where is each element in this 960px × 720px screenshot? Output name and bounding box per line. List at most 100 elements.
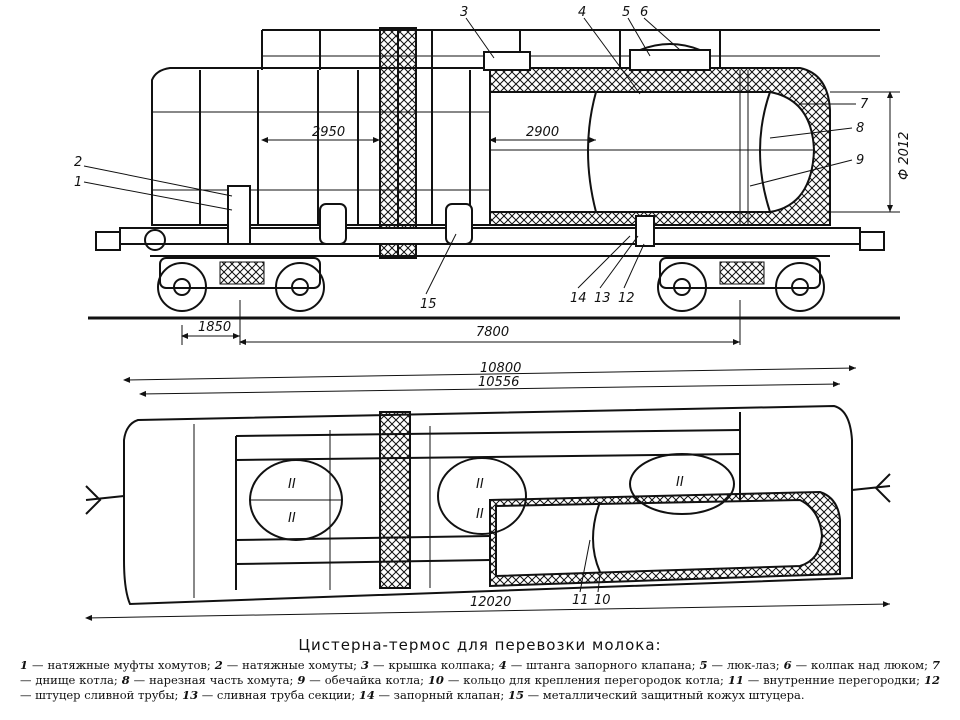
valve-cover-2 [445, 203, 473, 245]
legend-number: 2 [214, 658, 223, 672]
dim-10800: 10800 [480, 361, 521, 376]
dim-10556: 10556 [478, 375, 519, 390]
legend-text: — сливная труба секции; [198, 688, 359, 702]
callout-12: 12 [618, 291, 635, 306]
legend-item: 8 — нарезная часть хомута; [122, 673, 298, 687]
legend-item: 5 — люк-лаз; [699, 658, 783, 672]
tank-exterior [151, 67, 491, 226]
legend-item: 13 — сливная труба секции; [182, 688, 359, 702]
clamp-coupling [227, 185, 251, 245]
legend-text: — кольцо для крепления перегородок котла… [443, 673, 728, 687]
legend-item: 15 — металлический защитный кожух штуцер… [508, 688, 805, 702]
legend-number: 15 [507, 688, 524, 702]
callout-13: 13 [594, 291, 611, 306]
legend-number: 14 [358, 688, 375, 702]
bogie-right [657, 257, 825, 312]
legend-text: — обечайка котла; [305, 673, 428, 687]
legend-text: — штуцер сливной трубы; [20, 688, 183, 702]
section-mark-3: II [476, 477, 484, 492]
callout-3: 3 [460, 5, 468, 20]
legend-item: 1 — натяжные муфты хомутов; [20, 658, 215, 672]
plan-coupler-left [85, 485, 125, 515]
caption-title: Цистерна-термос для перевозки молока: [298, 636, 662, 654]
legend-number: 8 [121, 673, 130, 687]
legend-text: — колпак над люком; [791, 658, 932, 672]
legend-text: — штанга запорного клапана; [506, 658, 700, 672]
dim-12020: 12020 [470, 595, 511, 610]
legend-text: — крышка колпака; [369, 658, 499, 672]
coupler-left [95, 231, 121, 251]
dim-2950: 2950 [312, 125, 345, 140]
legend-text: — запорный клапан; [374, 688, 508, 702]
callout-1: 1 [74, 175, 82, 190]
legend-item: 6 — колпак над люком; [784, 658, 932, 672]
coupler-right [859, 231, 885, 251]
callout-14: 14 [570, 291, 587, 306]
top-handrails [261, 29, 880, 70]
legend-number: 5 [699, 658, 708, 672]
callout-9: 9 [856, 153, 864, 168]
plan-view: II II II II II 10800 10556 12020 11 10 [85, 361, 891, 621]
section-marks: II II II II II [288, 475, 684, 526]
plan-boiler [495, 498, 824, 578]
plan-callouts: 11 10 [572, 539, 611, 608]
legend-item: 11 — внутренние перегородки; [728, 673, 924, 687]
legend-text: — натяжные хомуты; [222, 658, 361, 672]
plan-dimensions: 10800 10556 12020 [85, 361, 891, 621]
legend-number: 12 [923, 673, 940, 687]
legend-item: 14 — запорный клапан; [359, 688, 508, 702]
section-mark-1: II [288, 477, 296, 492]
legend-item: 3 — крышка колпака; [361, 658, 499, 672]
section-mark-4: II [476, 507, 484, 522]
hatch-dome-left [483, 51, 531, 71]
callout-8: 8 [856, 121, 864, 136]
valve-cover-1 [319, 203, 347, 245]
exterior-ribs [152, 70, 490, 225]
plan-coupler-right [851, 473, 891, 503]
side-view: 2950 2900 Ф 2012 1850 7800 2 1 3 4 [74, 5, 912, 345]
bogie-left [157, 257, 325, 312]
callout-6: 6 [640, 5, 648, 20]
callout-7: 7 [860, 97, 869, 112]
callout-10: 10 [594, 593, 611, 608]
manholes [249, 453, 735, 541]
legend-item: 2 — натяжные хомуты; [215, 658, 361, 672]
legend-number: 9 [297, 673, 306, 687]
legend-number: 6 [783, 658, 792, 672]
dim-diameter: Ф 2012 [897, 132, 912, 180]
legend-text: — натяжные муфты хомутов; [28, 658, 215, 672]
plan-outline [123, 404, 853, 606]
legend-text: — нарезная часть хомута; [129, 673, 298, 687]
callout-4: 4 [578, 5, 586, 20]
tank-car-drawing: 2950 2900 Ф 2012 1850 7800 2 1 3 4 [74, 5, 912, 621]
legend-number: 11 [727, 673, 744, 687]
section-mark-2: II [288, 511, 296, 526]
legend-item: 7 — днище котла; [20, 658, 940, 687]
legend-item: 4 — штанга запорного клапана; [499, 658, 700, 672]
boiler-bottom-curve [759, 91, 771, 213]
brake-wheel [144, 229, 166, 251]
legend-text: — люк-лаз; [707, 658, 784, 672]
legend-item: 10 — кольцо для крепления перегородок ко… [428, 673, 728, 687]
callout-11: 11 [572, 593, 589, 608]
callout-5: 5 [622, 5, 630, 20]
side-callouts: 2 1 3 4 5 6 7 8 9 15 14 13 12 [74, 5, 869, 312]
legend: 1 — натяжные муфты хомутов; 2 — натяжные… [20, 658, 940, 703]
legend-number: 10 [427, 673, 444, 687]
legend-text: — металлический защитный кожух штуцера. [523, 688, 805, 702]
legend-number: 13 [182, 688, 199, 702]
callout-15: 15 [420, 297, 437, 312]
legend-number: 4 [498, 658, 507, 672]
dim-2900: 2900 [526, 125, 559, 140]
legend-number: 1 [20, 658, 29, 672]
drain-nozzle [635, 215, 655, 247]
dim-1850: 1850 [198, 320, 231, 335]
legend-number: 7 [931, 658, 940, 672]
ladder [379, 27, 417, 259]
plan-ladder [379, 411, 411, 589]
partition-curve [587, 91, 597, 213]
legend-number: 3 [361, 658, 370, 672]
figure-caption: Цистерна-термос для перевозки молока: 1 … [20, 636, 940, 703]
legend-item: 12 — штуцер сливной трубы; [20, 673, 940, 702]
hatch-dome-right [629, 49, 711, 71]
